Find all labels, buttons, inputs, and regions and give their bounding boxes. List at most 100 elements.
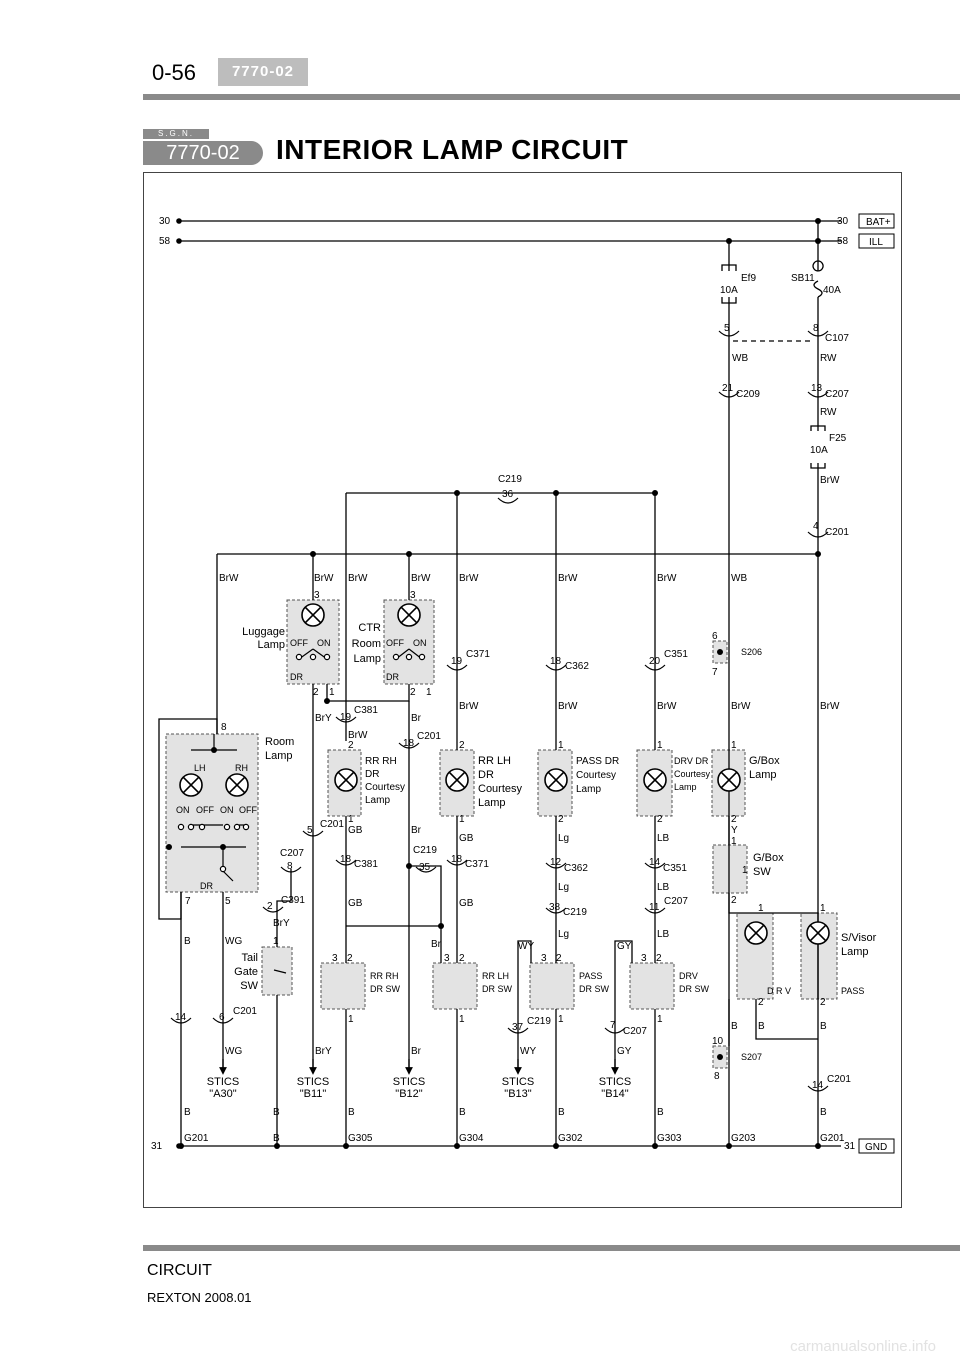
rrlh-sw-box	[432, 962, 478, 1010]
fuse-sb11-rating: 40A	[823, 285, 841, 296]
rrrh-label: RR RH	[365, 756, 397, 767]
rrlh-label: RR LH	[478, 755, 511, 767]
ef9-fuse-bottom	[721, 297, 737, 304]
connector-code: C351	[664, 649, 688, 660]
rrrh-sw-box	[320, 962, 366, 1010]
ctr-lamp-icon	[397, 603, 421, 627]
rrrh-lamp-icon	[334, 768, 358, 792]
wire-color: BrW	[558, 701, 578, 712]
ground-label: G201	[820, 1133, 845, 1144]
rail-58-right: 58	[837, 236, 849, 247]
room-lamp-box	[165, 733, 259, 893]
stics-name: STICS	[207, 1076, 239, 1088]
rrlh-sw-label: RR LH	[482, 971, 509, 981]
wire-color: B	[820, 1021, 827, 1032]
room-on-2: ON	[220, 805, 234, 815]
switch-dr: DR	[386, 672, 399, 682]
passdr-label: Courtesy	[576, 770, 616, 781]
wire-color: BrW	[411, 573, 431, 584]
rrlh-sw-label: DR SW	[482, 984, 513, 994]
stics-code: "B12"	[395, 1088, 422, 1100]
s207-code: S207	[741, 1052, 762, 1062]
top-rule	[143, 94, 960, 100]
ctr-label: Room	[352, 638, 381, 650]
pin: 2	[347, 953, 353, 964]
pin: 1	[657, 740, 663, 751]
pin: 1	[273, 936, 279, 947]
pin: 1	[742, 865, 748, 876]
page-number: 0-56	[152, 60, 197, 85]
page-title: INTERIOR LAMP CIRCUIT	[276, 134, 629, 165]
wire-color: BrW	[459, 573, 479, 584]
wire-color: BrW	[348, 573, 368, 584]
drv-sw-box	[629, 962, 675, 1010]
s206-pin-bottom: 7	[712, 667, 718, 678]
ground-label: G305	[348, 1133, 373, 1144]
svisor-label: S/Visor	[841, 932, 877, 944]
pin: 7	[610, 1020, 616, 1031]
wire-color: BrW	[820, 475, 840, 486]
connector-code: C219	[413, 845, 437, 856]
wire-color: B	[459, 1107, 466, 1118]
switch-off: OFF	[386, 638, 404, 648]
s207-pin-top: 10	[712, 1036, 724, 1047]
ground-label: G201	[184, 1133, 209, 1144]
section-code-box: 7770-02	[218, 58, 308, 86]
connector-code: C201	[417, 731, 441, 742]
rrrh-label: DR	[365, 769, 379, 780]
rrrh-label: Lamp	[365, 795, 390, 806]
rrrh-sw-label: RR RH	[370, 971, 399, 981]
s206-code: S206	[741, 647, 762, 657]
gbox-lamp-label: G/Box	[749, 755, 780, 767]
fuse-sb11-name: SB11	[791, 273, 815, 284]
wire-color: RW	[820, 353, 837, 364]
gbox-lamp-icon	[717, 768, 741, 792]
connector-code: C371	[465, 859, 489, 870]
fuse-symbols	[721, 260, 826, 469]
wire-color: Lg	[558, 929, 569, 940]
wire-color: WY	[520, 1046, 536, 1057]
stics-code: "A30"	[209, 1088, 236, 1100]
drvdr-lamp-icon	[643, 768, 667, 792]
rail-58-tag: ILL	[869, 237, 883, 248]
gbox-sw-label: G/Box	[753, 852, 784, 864]
wire-color: BrW	[348, 730, 368, 741]
connector-code: C201	[827, 1074, 851, 1085]
ground-label: G304	[459, 1133, 484, 1144]
pin: 14	[812, 1080, 824, 1091]
pin: 14	[649, 857, 661, 868]
pin: 5	[225, 896, 231, 907]
connector-code: C391	[281, 895, 305, 906]
pin: 3	[641, 953, 647, 964]
tailgate-label: Tail	[241, 952, 258, 964]
connector-code: C381	[354, 859, 378, 870]
connector-code: C207	[623, 1026, 647, 1037]
stics-code: "B13"	[504, 1088, 531, 1100]
pin: 2	[758, 997, 764, 1008]
circuit-diagram: 30 30 BAT+ 58 58 ILL 31 31 GND Ef9 10A S…	[151, 213, 895, 1154]
drv-sw-label: DRV	[679, 971, 698, 981]
rrrh-label: Courtesy	[365, 782, 405, 793]
pin: 2	[731, 895, 737, 906]
pin: 2	[348, 740, 354, 751]
section-badge: 7770-02	[143, 141, 263, 165]
pin: 2	[731, 814, 737, 825]
pin: 1	[558, 1014, 564, 1025]
ground-label: G303	[657, 1133, 682, 1144]
pass-visor-lamp-icon	[806, 921, 830, 945]
connector-code: C381	[354, 705, 378, 716]
fuse-ef9-rating: 10A	[720, 285, 738, 296]
pass-mini: PASS	[841, 986, 864, 996]
wire-color: GY	[617, 1046, 632, 1057]
footer-model: REXTON 2008.01	[147, 1290, 252, 1305]
connector-code: C207	[280, 848, 304, 859]
pin: 1	[348, 1014, 354, 1025]
circuit-diagram-frame: 30 30 BAT+ 58 58 ILL 31 31 GND Ef9 10A S…	[143, 172, 902, 1208]
connector-code: C201	[233, 1006, 257, 1017]
rail-30-left: 30	[159, 216, 171, 227]
switch-dr: DR	[290, 672, 303, 682]
wire-color: BrW	[459, 701, 479, 712]
luggage-label: Luggage	[242, 626, 285, 638]
pin: 19	[340, 712, 352, 723]
pin: 2	[459, 953, 465, 964]
